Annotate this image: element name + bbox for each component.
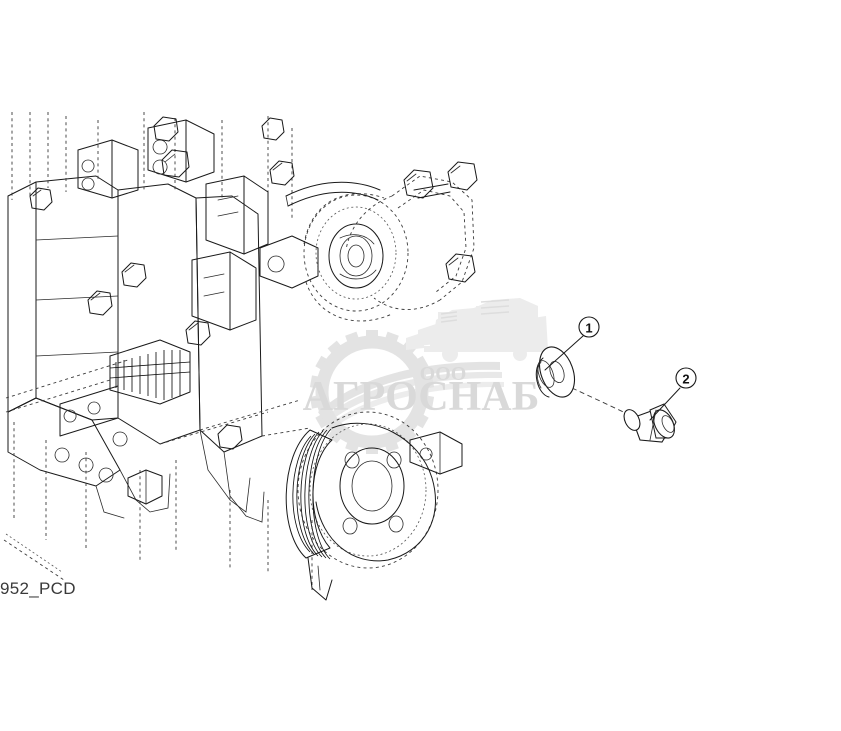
assembly-axis-line — [571, 387, 633, 417]
belt-tensioner-arm — [345, 161, 478, 310]
watermark-group: ООО АГРОСНАБ — [303, 298, 548, 454]
combine-harvester-icon — [406, 298, 548, 362]
fastener-heads — [29, 116, 295, 450]
callout-bubble-2 — [675, 367, 697, 389]
watermark-brand: АГРОСНАБ — [303, 374, 540, 420]
callout-bubble-1 — [578, 316, 600, 338]
part-washer-disc — [535, 346, 576, 398]
engine-block-casing — [7, 175, 265, 523]
part-bolt-pin — [623, 403, 677, 443]
lower-flange-bosses — [54, 431, 163, 505]
field-sweep-icon — [318, 361, 504, 434]
upper-brackets — [77, 119, 269, 331]
hidden-guide-lines — [11, 112, 313, 590]
cross-member-hatching — [109, 350, 191, 400]
callout-leader-2 — [649, 387, 681, 421]
watermark-ooo: ООО — [420, 363, 467, 385]
callout-label-2: 2 — [682, 372, 689, 387]
crank-damper-pulley — [285, 411, 463, 601]
callout-label-1: 1 — [585, 321, 592, 336]
outline-extents — [3, 359, 311, 581]
engine-assembly — [3, 112, 478, 601]
drawing-reference-label: 952_PCD — [0, 579, 76, 598]
mid-block-members — [59, 339, 191, 437]
right-bracket-arm — [259, 181, 381, 289]
upper-pulley — [303, 193, 409, 322]
callout-leader-1 — [544, 335, 584, 371]
pulley-groove-hatching — [292, 428, 332, 560]
callout-group: 1 2 — [544, 316, 697, 421]
harvester-detail-lines — [440, 299, 510, 323]
